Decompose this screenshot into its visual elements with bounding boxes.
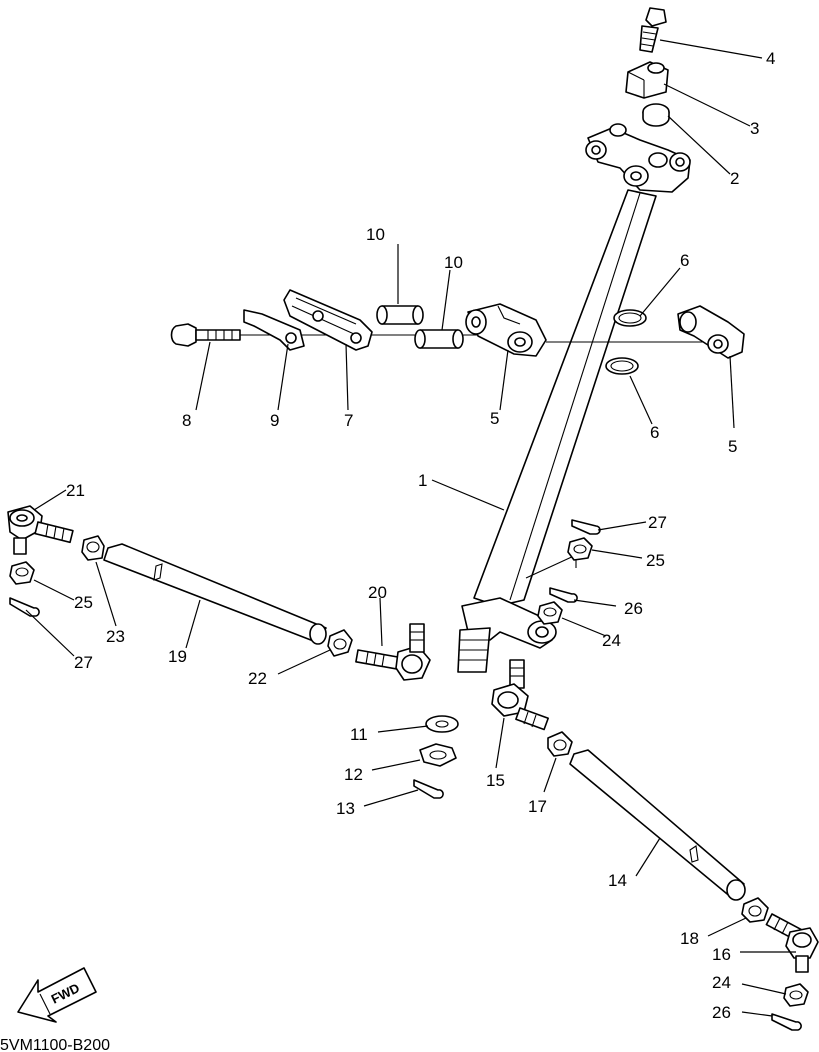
callout-6-upper: 6 <box>680 251 689 270</box>
nut-part-23 <box>81 535 105 561</box>
nut-part-12 <box>419 743 457 767</box>
callout-8: 8 <box>182 411 191 430</box>
drawing-code: 5VM1100-B200 <box>0 1037 110 1052</box>
callout-7: 7 <box>344 411 353 430</box>
tie-rod-end-part-16 <box>765 913 819 973</box>
callout-22: 22 <box>248 669 267 688</box>
washer-part-11 <box>425 715 459 733</box>
callout-25-right: 25 <box>646 551 665 570</box>
callout-26-lower: 26 <box>712 1003 731 1022</box>
lock-plate-part-9 <box>243 309 305 351</box>
tie-rod-end-part-20 <box>355 623 431 681</box>
callout-5-left: 5 <box>490 409 499 428</box>
callout-4: 4 <box>766 49 775 68</box>
link-plate-part-7 <box>283 289 373 351</box>
bolt-part-4 <box>639 7 667 53</box>
fwd-arrow: FWD <box>17 967 97 1023</box>
tie-rod-part-14 <box>569 749 746 901</box>
upper-bracket <box>585 123 691 193</box>
callout-12: 12 <box>344 765 363 784</box>
cotter-pin-part-27-right <box>571 519 601 535</box>
callout-10-lower: 10 <box>444 253 463 272</box>
callout-3: 3 <box>750 119 759 138</box>
callout-5-right: 5 <box>728 437 737 456</box>
callout-21: 21 <box>66 481 85 500</box>
nut-part-18 <box>741 897 769 923</box>
callout-27-right: 27 <box>648 513 667 532</box>
cotter-pin-part-13 <box>413 779 444 799</box>
cotter-pin-part-26-upper <box>549 587 578 603</box>
leader-lines <box>25 39 796 1017</box>
bearing-holder-part-5-left <box>465 303 720 357</box>
tie-rod-part-19 <box>103 543 327 645</box>
callout-17: 17 <box>528 797 547 816</box>
nut-part-22 <box>327 629 353 657</box>
circlip-part-6-lower <box>605 357 639 375</box>
callout-16: 16 <box>712 945 731 964</box>
bearing-holder-part-5-right <box>677 305 745 359</box>
callout-23: 23 <box>106 627 125 646</box>
callout-9: 9 <box>270 411 279 430</box>
callout-10-upper: 10 <box>366 225 385 244</box>
callout-19: 19 <box>168 647 187 666</box>
callout-11: 11 <box>350 725 368 744</box>
bushing-part-2 <box>642 103 670 127</box>
cotter-pin-part-26-lower <box>771 1013 802 1031</box>
callout-26-upper: 26 <box>624 599 643 618</box>
callout-20: 20 <box>368 583 387 602</box>
nut-part-25-left <box>9 561 35 585</box>
callout-labels: 4 3 2 10 10 6 8 9 7 5 6 5 1 21 27 25 25 … <box>66 49 775 1022</box>
callout-13: 13 <box>336 799 355 818</box>
callout-27-left: 27 <box>74 653 93 672</box>
nut-part-24-lower <box>783 983 809 1007</box>
callout-25-left: 25 <box>74 593 93 612</box>
nut-part-17 <box>547 731 573 757</box>
nut-part-24-upper <box>537 601 563 625</box>
spacer-part-10-lower <box>414 329 464 349</box>
callout-2: 2 <box>730 169 739 188</box>
tie-rod-end-part-21 <box>7 505 74 555</box>
steering-shaft <box>457 189 657 673</box>
cotter-pin-part-27-left <box>9 597 40 617</box>
callout-1: 1 <box>418 471 427 490</box>
tie-rod-end-part-15 <box>491 659 549 731</box>
callout-24-upper: 24 <box>602 631 621 650</box>
spacer-part-10-upper <box>376 305 424 325</box>
circlip-part-6-upper <box>613 309 647 327</box>
clamp-part-3 <box>625 61 669 99</box>
callout-14: 14 <box>608 871 627 890</box>
callout-15: 15 <box>486 771 505 790</box>
callout-18: 18 <box>680 929 699 948</box>
callout-24-lower: 24 <box>712 973 731 992</box>
nut-part-25-right <box>567 537 593 561</box>
callout-6-lower: 6 <box>650 423 659 442</box>
